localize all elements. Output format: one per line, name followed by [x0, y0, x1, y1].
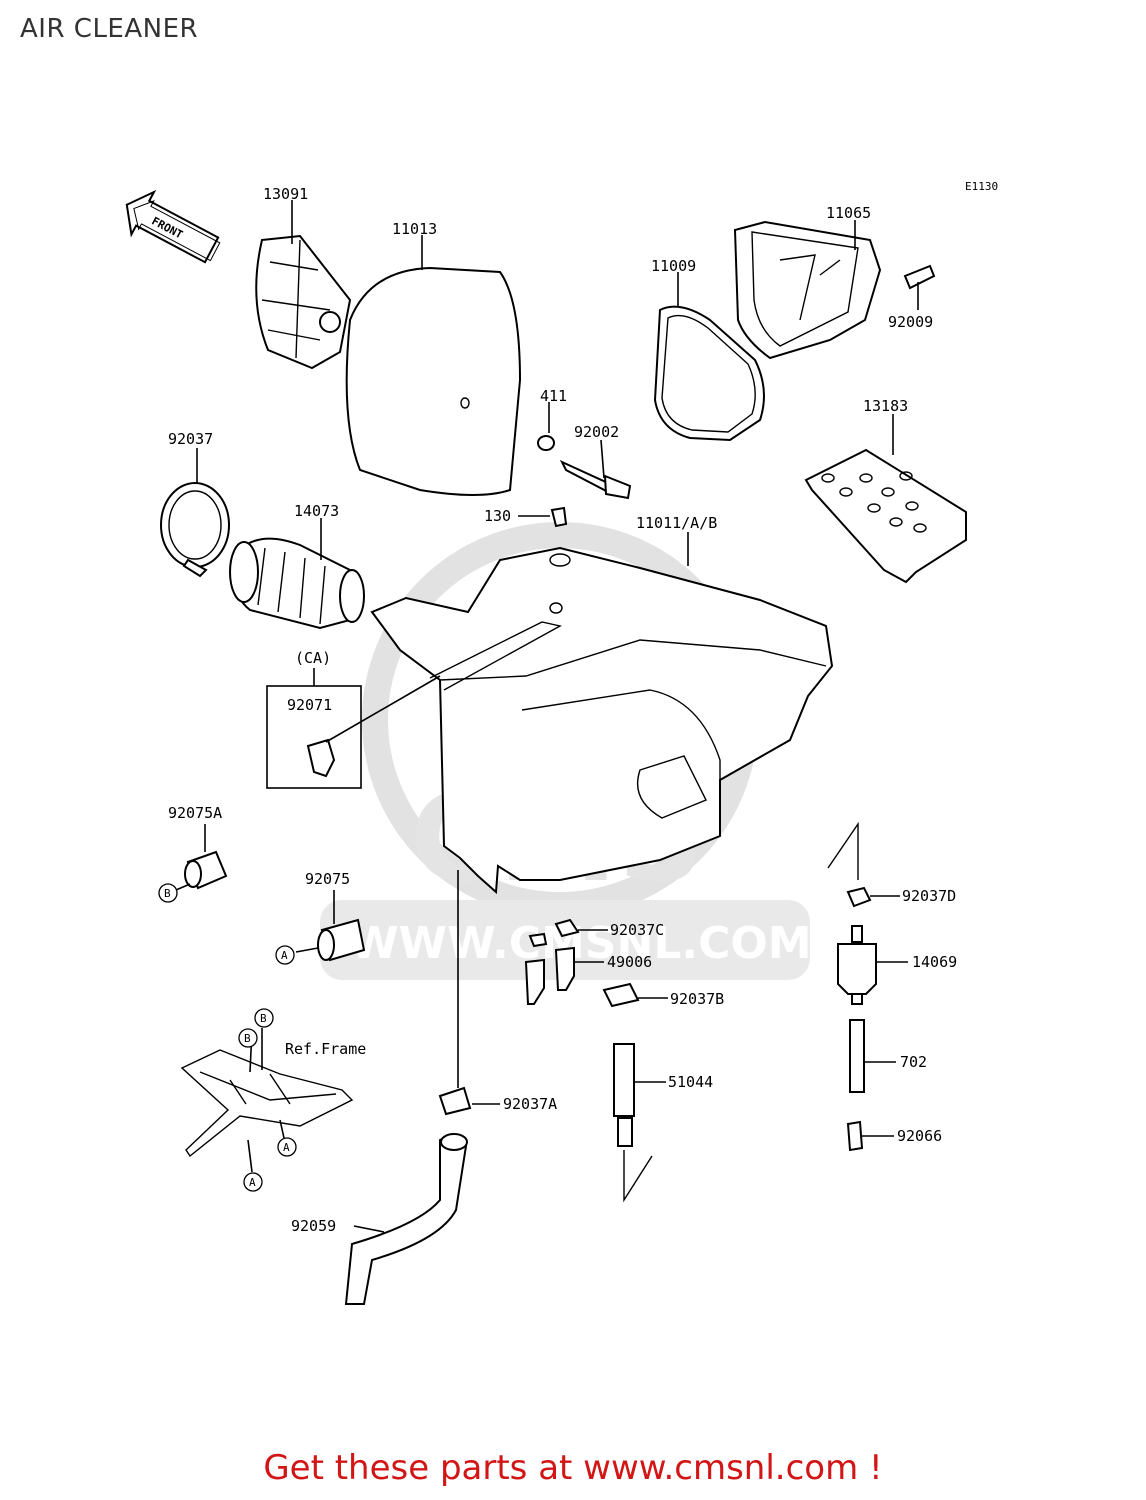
- label-11065: 11065: [826, 204, 871, 222]
- label-11011: 11011/A/B: [636, 514, 717, 532]
- part-92075A: 92075A B: [158, 804, 228, 903]
- ref-frame: Ref.Frame B B A A: [180, 1008, 366, 1192]
- part-702: 702: [849, 1019, 927, 1093]
- label-11013: 11013: [392, 220, 437, 238]
- label-92037: 92037: [168, 430, 213, 448]
- part-49006: 49006: [524, 946, 652, 1005]
- part-92037C: 92037C: [528, 918, 664, 948]
- label-51044: 51044: [668, 1073, 713, 1091]
- marker-b3: B: [244, 1032, 251, 1045]
- marker-b2: B: [260, 1012, 267, 1025]
- label-92059: 92059: [291, 1217, 336, 1235]
- part-92002: 92002: [559, 423, 632, 500]
- part-14073: 14073: [229, 502, 365, 630]
- label-92075A: 92075A: [168, 804, 222, 822]
- part-51044: 51044: [613, 1043, 713, 1203]
- part-92071: (CA) 92071: [266, 649, 441, 789]
- part-13183: 13183: [804, 397, 967, 584]
- part-92066: 92066: [846, 1120, 942, 1152]
- label-92037D: 92037D: [902, 887, 956, 905]
- part-13091: 13091: [255, 185, 352, 370]
- marker-a: A: [281, 949, 288, 962]
- marker-a2: A: [283, 1141, 290, 1154]
- part-411: 411: [537, 387, 567, 451]
- diagram-code: E1130: [965, 180, 998, 193]
- part-11011: 11011/A/B: [370, 514, 834, 895]
- label-14069: 14069: [912, 953, 957, 971]
- label-ref-frame: Ref.Frame: [285, 1040, 366, 1058]
- part-92075: 92075 A: [275, 870, 366, 965]
- page-title: AIR CLEANER: [20, 14, 199, 44]
- part-92009: 92009: [888, 264, 936, 331]
- part-92037: 92037: [160, 430, 230, 578]
- label-11009: 11009: [651, 257, 696, 275]
- part-92037B: 92037B: [602, 982, 724, 1008]
- label-13091: 13091: [263, 185, 308, 203]
- part-92059: 92059: [291, 1133, 468, 1305]
- marker-a3: A: [249, 1176, 256, 1189]
- label-13183: 13183: [863, 397, 908, 415]
- part-14069: 14069: [837, 925, 957, 1005]
- label-ca: (CA): [295, 649, 331, 667]
- label-92071: 92071: [287, 696, 332, 714]
- part-11065: 11065: [733, 204, 882, 360]
- part-11009: 11009: [651, 257, 765, 442]
- part-92037D: 92037D: [827, 821, 956, 908]
- label-702: 702: [900, 1053, 927, 1071]
- footer-cta-link[interactable]: Get these parts at www.cmsnl.com !: [263, 1448, 883, 1488]
- part-11013: 11013: [345, 220, 522, 496]
- label-92002: 92002: [574, 423, 619, 441]
- label-92075: 92075: [305, 870, 350, 888]
- label-92066: 92066: [897, 1127, 942, 1145]
- label-130: 130: [484, 507, 511, 525]
- front-arrow-icon: FRONT: [125, 189, 221, 264]
- watermark-url: WWW.CMSNL.COM: [350, 918, 812, 969]
- label-92037B: 92037B: [670, 990, 724, 1008]
- label-14073: 14073: [294, 502, 339, 520]
- part-130: 130: [484, 506, 568, 528]
- label-92037C: 92037C: [610, 921, 664, 939]
- part-92037A: 92037A: [438, 870, 557, 1116]
- label-411: 411: [540, 387, 567, 405]
- label-49006: 49006: [607, 953, 652, 971]
- marker-b: B: [164, 887, 171, 900]
- label-92037A: 92037A: [503, 1095, 557, 1113]
- label-92009: 92009: [888, 313, 933, 331]
